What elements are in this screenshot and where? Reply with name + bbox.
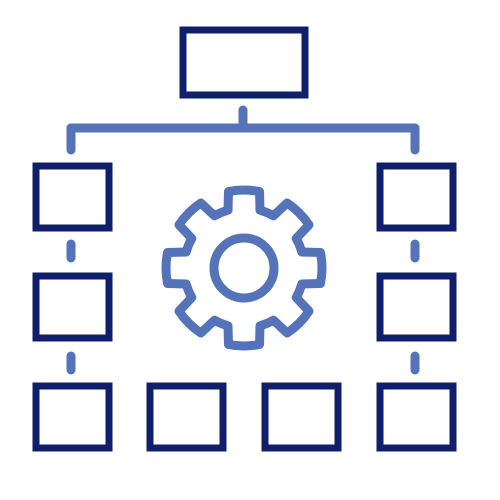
node-root [179,26,309,99]
node-right-1 [376,162,457,232]
node-left-1 [32,162,113,232]
node-boxes [32,26,457,452]
gear-outline [161,185,327,351]
node-right-2 [376,272,457,342]
node-bottom-3 [261,382,342,452]
gear-hub [209,233,279,303]
gear-icon [161,185,327,351]
node-left-2 [32,272,113,342]
node-right-3 [376,382,457,452]
node-left-3 [32,382,113,452]
connector-lines [66,105,420,375]
node-bottom-2 [146,382,227,452]
